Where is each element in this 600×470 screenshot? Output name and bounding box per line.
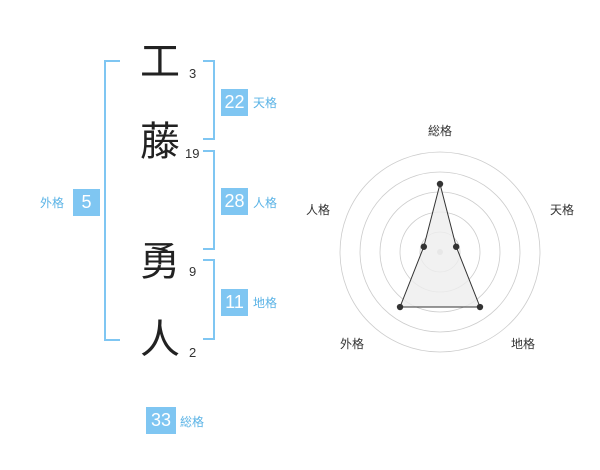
chikaku-value: 11: [221, 289, 248, 316]
jinkaku-value: 28: [221, 188, 248, 215]
radar-point-2: [452, 243, 460, 250]
tenkaku-bracket: [203, 60, 215, 140]
name-char-1: 工: [140, 39, 180, 85]
radar-point-5: [420, 243, 428, 250]
radar-axis-label-jinkaku: 人格: [306, 203, 331, 217]
radar-point-3: [476, 303, 484, 311]
radar-point-1: [436, 180, 444, 188]
radar-axis-label-gaikaku: 外格: [340, 337, 365, 351]
name-char-3: 勇: [140, 239, 180, 285]
soukaku-value: 33: [146, 407, 176, 434]
stroke-count-3: 9: [189, 264, 197, 279]
gaikaku-label: 外格: [40, 196, 65, 210]
name-char-4: 人: [140, 317, 180, 363]
tenkaku-value: 22: [221, 89, 248, 116]
tenkaku-label: 天格: [253, 96, 278, 110]
radar-axis-label-chikaku: 地格: [511, 337, 536, 351]
radar-ring: [339, 151, 541, 353]
radar-ring: [359, 171, 521, 333]
radar-polygon: [399, 182, 481, 308]
stroke-count-1: 3: [189, 66, 197, 81]
radar-axis-label-tenkaku: 天格: [550, 203, 575, 217]
stroke-count-4: 2: [189, 345, 197, 360]
radar-axis-label-soukaku: 総格: [428, 124, 453, 138]
jinkaku-label: 人格: [253, 196, 278, 210]
chikaku-label: 地格: [253, 296, 278, 310]
name-char-2: 藤: [140, 119, 180, 165]
radar-point-4: [396, 303, 404, 311]
gaikaku-bracket: [104, 60, 120, 341]
soukaku-label: 総格: [180, 415, 205, 429]
gaikaku-value: 5: [73, 189, 100, 216]
stroke-count-2: 19: [185, 146, 200, 161]
jinkaku-bracket: [203, 150, 215, 250]
chikaku-bracket: [203, 259, 215, 340]
